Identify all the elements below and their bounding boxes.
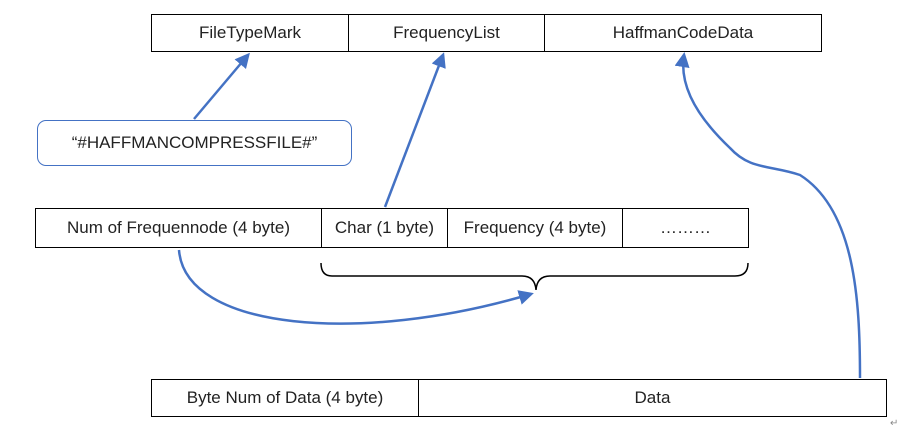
byte-num-of-data-field: Byte Num of Data (4 byte) xyxy=(151,379,419,417)
file-header-row: FileTypeMark FrequencyList HaffmanCodeDa… xyxy=(151,14,822,52)
num-nodes-to-brace-arrow xyxy=(177,249,534,325)
num-frequency-nodes-field: Num of Frequennode (4 byte) xyxy=(35,208,322,248)
frequency-records-brace xyxy=(320,262,749,291)
filetypemark-field: FileTypeMark xyxy=(151,14,349,52)
magic-string-box: “#HAFFMANCOMPRESSFILE#” xyxy=(37,120,352,166)
frequency-field: Frequency (4 byte) xyxy=(448,208,623,248)
magic-to-filetypemark-arrow xyxy=(193,52,250,120)
frequency-list-row: Num of Frequennode (4 byte) Char (1 byte… xyxy=(35,208,749,248)
char-field: Char (1 byte) xyxy=(322,208,448,248)
data-to-haffmancodedata-arrow xyxy=(674,52,862,379)
char-to-frequencylist-arrow xyxy=(383,52,446,208)
ellipsis-field: ……… xyxy=(623,208,749,248)
haffmancodedata-field: HaffmanCodeData xyxy=(545,14,822,52)
paragraph-mark-icon: ↵ xyxy=(890,418,899,429)
frequencylist-field: FrequencyList xyxy=(349,14,545,52)
data-field: Data xyxy=(419,379,887,417)
data-section-row: Byte Num of Data (4 byte) Data xyxy=(151,379,887,417)
